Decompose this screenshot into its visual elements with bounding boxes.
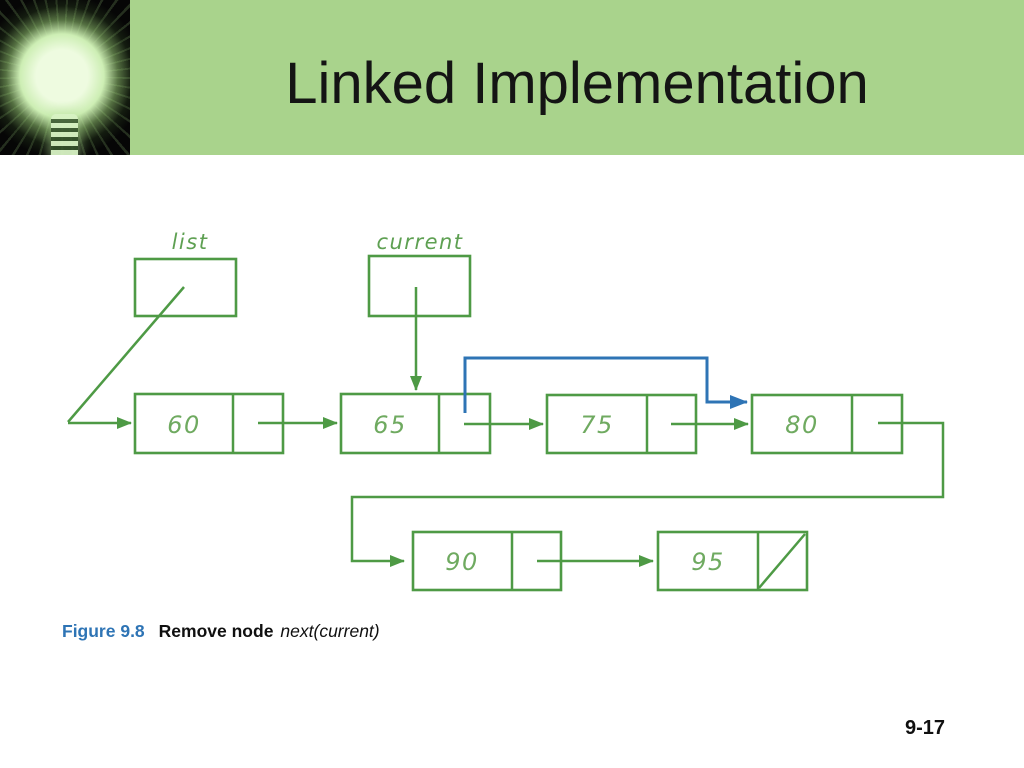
node-75-value: 75 <box>580 411 614 439</box>
node-65-value: 65 <box>373 411 407 439</box>
node-95-box <box>656 530 809 592</box>
list-arrow-diagonal <box>67 286 185 423</box>
lightbulb-base <box>51 114 78 155</box>
node-90-value: 90 <box>445 548 479 576</box>
slide-page-number: 9-17 <box>904 717 946 739</box>
node-95-value: 95 <box>691 548 725 576</box>
figure-caption: Figure 9.8 Remove node next(current) <box>62 621 380 642</box>
remove-bypass-arrow <box>463 356 748 413</box>
null-slash-icon <box>758 533 806 589</box>
title-banner: Linked Implementation <box>130 0 1024 155</box>
caption-bold-text: Remove node <box>158 621 274 641</box>
node-95: 95 <box>656 530 809 592</box>
current-pointer-label: current <box>376 230 463 254</box>
current-pointer-box <box>367 254 472 318</box>
arrow-80-to-90 <box>350 421 945 567</box>
node-80-value: 80 <box>785 411 819 439</box>
list-pointer-label: list <box>172 230 209 254</box>
list-pointer-box <box>133 257 238 318</box>
lightbulb-image <box>0 0 130 155</box>
node-60-value: 60 <box>167 411 201 439</box>
slide-title: Linked Implementation <box>285 51 869 116</box>
caption-italic-text: next(current) <box>280 621 380 641</box>
figure-label: Figure 9.8 <box>62 621 145 641</box>
